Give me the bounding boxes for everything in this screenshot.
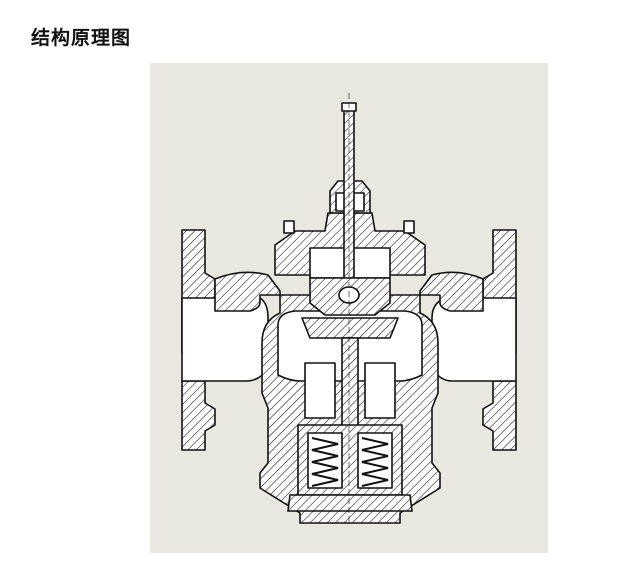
left-flange-lower [181,380,216,451]
guide-left [304,362,336,419]
spring-left [311,437,339,487]
valve-cross-section-drawing [181,93,517,524]
seat-ring [301,317,399,339]
bottom-cover [287,494,413,512]
valve-diagram-panel [150,63,548,553]
bolt-right [403,220,415,234]
spring-right [361,437,389,487]
guide-right [364,362,396,419]
right-flange-lower [482,380,517,451]
bolt-left [283,220,295,234]
page-title: 结构原理图 [31,27,132,49]
